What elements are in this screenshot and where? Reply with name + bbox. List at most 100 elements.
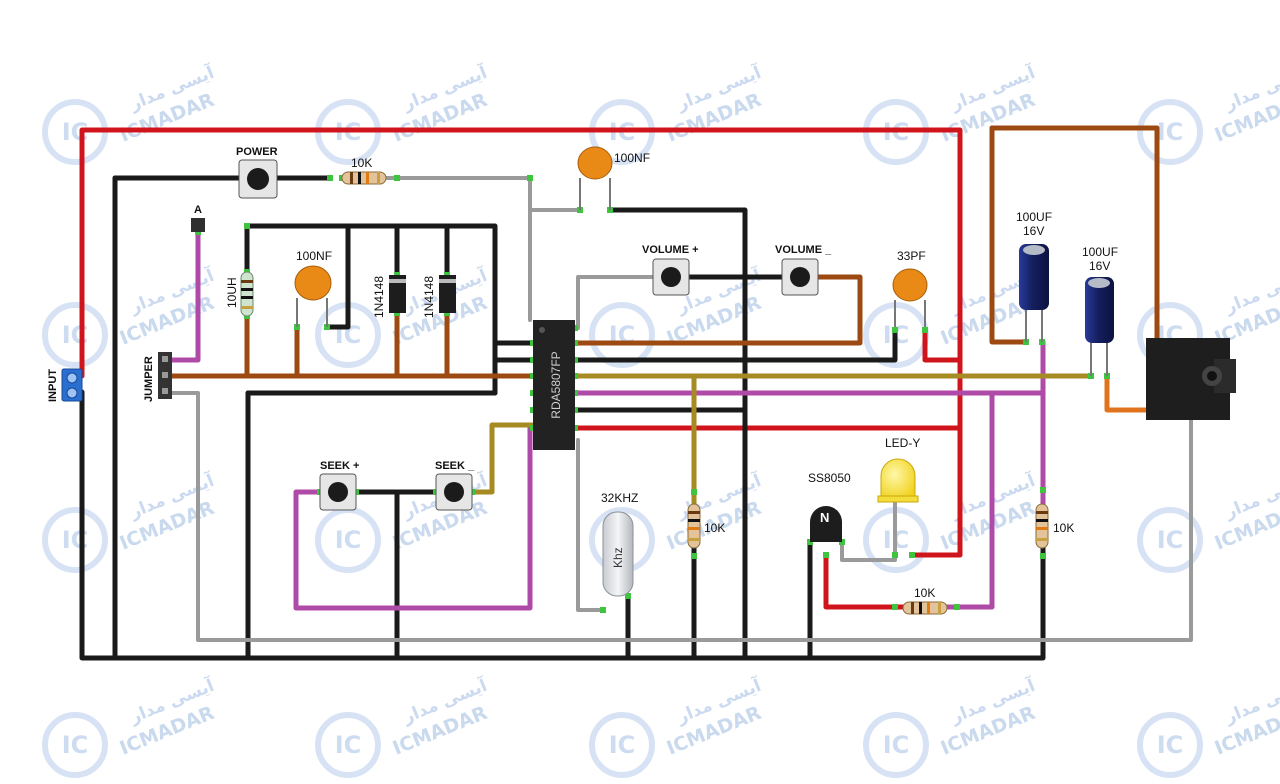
volume-minus-button: VOLUME _ — [775, 244, 832, 296]
solder-pad — [823, 552, 829, 558]
capacitor-100nf-top: 100NF — [577, 146, 650, 210]
wire-black — [79, 389, 1046, 661]
solder-pad — [892, 327, 898, 333]
watermark-logo-ring — [1137, 507, 1203, 573]
cap1-voltage-label: 16V — [1023, 224, 1044, 238]
wire-black — [607, 207, 748, 661]
wire-red — [922, 327, 963, 363]
diode2-label: 1N4148 — [422, 276, 436, 318]
crystal-body-label: Khz — [611, 547, 625, 568]
electrolytic-cap-2: 100UF 16V — [1082, 245, 1118, 376]
watermark-logo-ring — [315, 712, 381, 778]
resistor-10k-bottom: 10K — [902, 586, 948, 615]
watermark-logo-text: IC — [1157, 118, 1184, 146]
audio-jack — [1146, 338, 1236, 420]
led-label: LED-Y — [885, 436, 920, 450]
resistor-10k-mid: 10K — [687, 503, 725, 549]
diode1-label: 1N4148 — [372, 276, 386, 318]
wire-layer — [79, 125, 1193, 661]
wire-black — [245, 340, 536, 396]
capacitor-100nf-left-label: 100NF — [296, 249, 332, 263]
solder-pad — [600, 607, 606, 613]
watermark-logo-text: IC — [883, 731, 910, 759]
jumper-label: JUMPER — [143, 356, 155, 402]
cap2-voltage-label: 16V — [1089, 259, 1110, 273]
solder-pad — [527, 175, 533, 181]
watermark-logo-ring — [589, 302, 655, 368]
solder-pad — [954, 604, 960, 610]
transistor-ss8050: N SS8050 — [808, 471, 851, 542]
point-a-label: A — [194, 204, 202, 216]
inductor-label: 10UH — [225, 277, 239, 308]
solder-pad — [892, 604, 898, 610]
wire-purple — [167, 229, 201, 363]
wire-red — [823, 552, 906, 610]
capacitor-100nf-left: 100NF — [294, 249, 332, 327]
wire-black — [572, 327, 898, 363]
watermark-logo-text: IC — [609, 731, 636, 759]
volume-plus-button: VOLUME + — [642, 244, 699, 296]
watermark-logo-ring — [863, 712, 929, 778]
crystal-label: 32KHZ — [601, 491, 638, 505]
solder-pad — [394, 175, 400, 181]
watermark-logo-ring — [1137, 99, 1203, 165]
point-a-pin: A — [191, 204, 205, 232]
watermark-logo-ring — [589, 712, 655, 778]
seek-minus-button: SEEK _ — [435, 460, 475, 511]
inductor-10uh: 10UH — [225, 271, 254, 317]
watermark-logo-text: IC — [62, 731, 89, 759]
power-label: POWER — [236, 146, 278, 158]
capacitor-100nf-top-label: 100NF — [614, 151, 650, 165]
chip-label: RDA5807FP — [549, 351, 563, 418]
transistor-label: SS8050 — [808, 471, 851, 485]
resistor-10k-right-label: 10K — [1053, 521, 1074, 535]
wire-olive — [469, 422, 536, 495]
transistor-mark: N — [820, 510, 829, 525]
seek-plus-label: SEEK + — [320, 460, 359, 472]
solder-pad — [922, 327, 928, 333]
resistor-10k-top: 10K — [341, 156, 387, 185]
watermark-logo-ring — [42, 507, 108, 573]
resistor-10k-mid-label: 10K — [704, 521, 725, 535]
volume-plus-label: VOLUME + — [642, 244, 699, 256]
solder-pad — [691, 489, 697, 495]
cap2-value-label: 100UF — [1082, 245, 1118, 259]
diode-1n4148-1: 1N4148 — [372, 275, 406, 318]
wire-purple — [944, 390, 995, 610]
resistor-10k-bottom-label: 10K — [914, 586, 935, 600]
solder-pad — [327, 175, 333, 181]
wire-red — [79, 127, 963, 558]
resistor-10k-top-label: 10K — [351, 156, 372, 170]
solder-pad — [1040, 487, 1046, 493]
wire-gray — [576, 438, 605, 612]
volume-minus-label: VOLUME _ — [775, 244, 832, 256]
capacitor-33pf: 33PF — [892, 249, 928, 327]
jumper-header: JUMPER — [143, 352, 172, 402]
solder-pad — [244, 223, 250, 229]
wire-brown — [572, 274, 863, 346]
seek-minus-label: SEEK _ — [435, 460, 475, 472]
watermark-logo-ring — [42, 712, 108, 778]
input-terminal: INPUT — [47, 368, 83, 402]
watermark-logo-text: IC — [335, 731, 362, 759]
power-button: POWER — [236, 146, 278, 199]
wire-gray — [840, 500, 897, 562]
wire-gray — [168, 374, 1193, 642]
wire-brown — [989, 125, 1029, 345]
solder-pad — [691, 553, 697, 559]
wire-brown — [989, 125, 1160, 361]
crystal-32khz: Khz 32KHZ — [601, 491, 638, 597]
wire-black — [244, 223, 498, 396]
cap1-value-label: 100UF — [1016, 210, 1052, 224]
solder-pad — [625, 593, 631, 599]
